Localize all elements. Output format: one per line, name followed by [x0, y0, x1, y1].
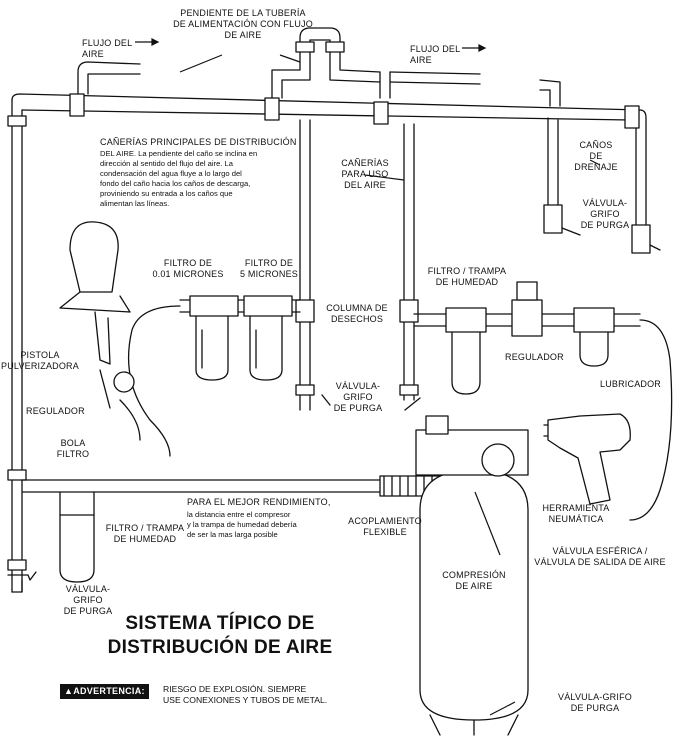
right-fru-assembly	[413, 281, 673, 521]
label-slope: PENDIENTE DE LA TUBERÍA DE ALIMENTACIÓN …	[173, 8, 313, 40]
label-best-performance-note: la distancia entre el compresor y la tra…	[187, 510, 297, 539]
label-compression: COMPRESIÓN DE AIRE	[442, 570, 506, 591]
drain-pipes	[543, 117, 661, 254]
use-air-pipes	[295, 119, 419, 411]
label-flow-left: FLUJO DEL AIRE	[82, 38, 133, 59]
spray-gun	[59, 221, 141, 441]
label-regulator-right: REGULADOR	[505, 352, 564, 362]
warning-badge: ▲ADVERTENCIA:	[60, 684, 149, 699]
label-filter-5: FILTRO DE 5 MICRONES	[239, 258, 298, 279]
label-moisture-trap-bottom: FILTRO / TRAMPA DE HUMEDAD	[105, 523, 185, 544]
label-regulator-left: REGULADOR	[26, 406, 85, 416]
label-main-pipes-note: DEL AIRE. La pendiente del caño se incli…	[100, 149, 258, 208]
air-tool	[543, 413, 631, 505]
annotation-arrows	[135, 38, 601, 716]
compressor	[415, 415, 529, 736]
label-main-pipes-heading: CAÑERÍAS PRINCIPALES DE DISTRIBUCIÓN	[100, 137, 297, 147]
main-distribution-pipe	[7, 93, 647, 593]
page-title: SISTEMA TÍPICO DE DISTRIBUCIÓN DE AIRE	[107, 613, 333, 658]
raised-loop-pipe	[77, 27, 561, 107]
drain-valves	[7, 394, 421, 593]
label-drain-pipes: CAÑOS DE DRENAJE	[574, 140, 618, 172]
warning-text: RIESGO DE EXPLOSIÓN. SIEMPRE USE CONEXIO…	[163, 684, 328, 705]
label-drain-valve-left: VÁLVULA- GRIFO DE PURGA	[63, 584, 113, 616]
label-flow-right: FLUJO DEL AIRE	[410, 44, 461, 65]
label-lubricator: LUBRICADOR	[600, 379, 662, 389]
label-moisture-trap-top: FILTRO / TRAMPA DE HUMEDAD	[427, 266, 507, 287]
label-filter-001: FILTRO DE 0.01 MICRONES	[152, 258, 224, 279]
label-air-tool: HERRAMIENTA NEUMÁTICA	[542, 503, 610, 524]
label-ball-valve: VÁLVULA ESFÉRICA / VÁLVULA DE SALIDA DE …	[534, 546, 666, 567]
label-drain-valve-center: VÁLVULA- GRIFO DE PURGA	[333, 381, 383, 413]
label-waste-column: COLUMNA DE DESECHOS	[326, 303, 388, 324]
label-drain-valve-right: VÁLVULA- GRIFO DE PURGA	[580, 198, 630, 230]
label-drain-valve-tank: VÁLVULA-GRIFO DE PURGA	[558, 692, 632, 713]
label-ball-filter: BOLA FILTRO	[56, 438, 90, 459]
label-flex-coupling: ACOPLAMIENTO FLEXIBLE	[348, 516, 422, 537]
label-use-pipes: CAÑERÍAS PARA USO DEL AIRE	[341, 158, 389, 190]
label-spray-gun: PISTOLA PULVERIZADORA	[1, 350, 79, 371]
label-best-performance: PARA EL MEJOR RENDIMIENTO,	[187, 497, 331, 507]
filter-assembly	[127, 295, 301, 457]
